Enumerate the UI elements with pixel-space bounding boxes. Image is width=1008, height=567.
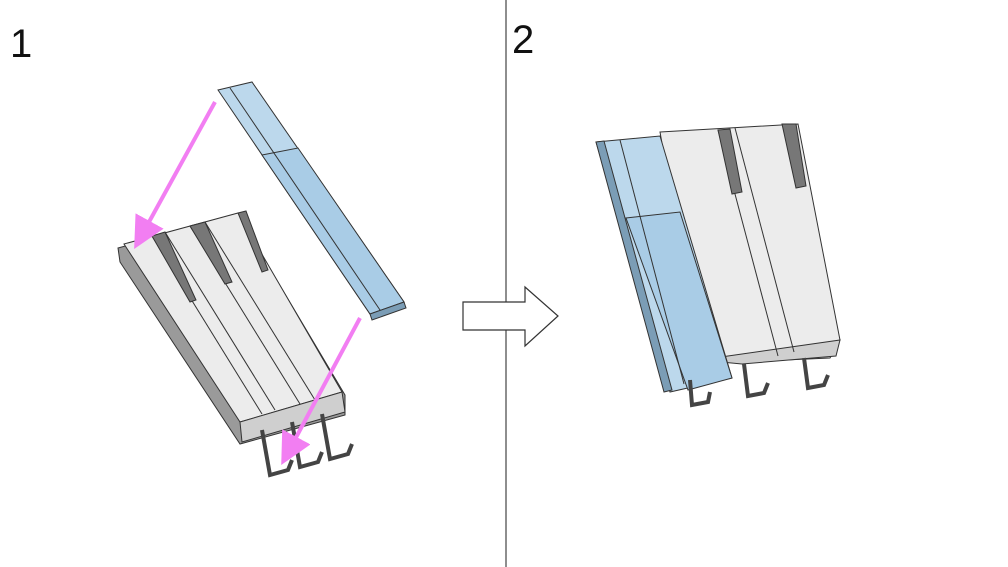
next-step-arrow-icon [462, 285, 559, 348]
step-1-label: 1 [10, 22, 33, 66]
blue-strip-step1 [217, 81, 407, 321]
step-2-label: 2 [512, 18, 535, 62]
insert-arrow-bottom [281, 317, 362, 466]
insert-arrow-top [134, 101, 217, 250]
hooks-step2 [688, 357, 830, 408]
base-rail-step1 [117, 210, 346, 445]
assembled-rail-step2 [595, 123, 841, 393]
